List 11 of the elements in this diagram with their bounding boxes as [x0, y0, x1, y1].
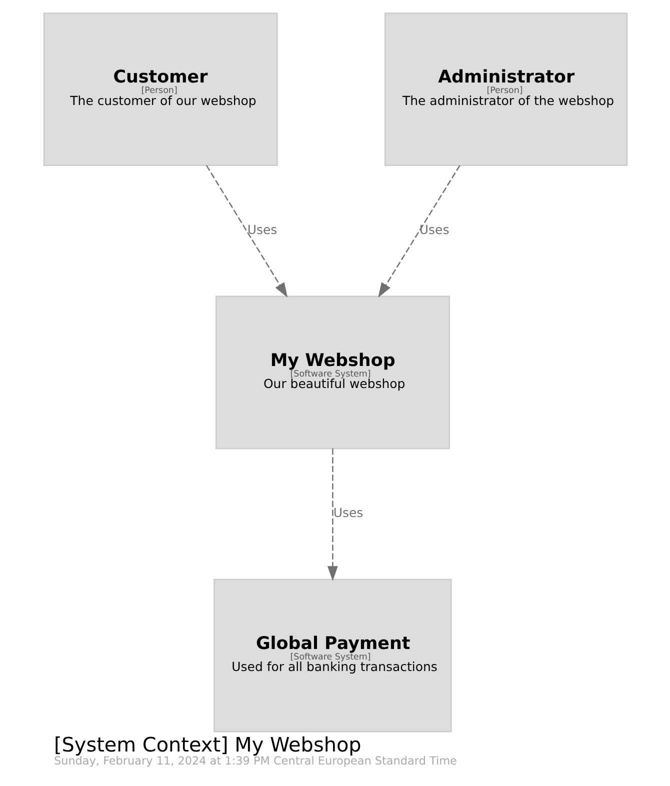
arrow	[205, 165, 288, 298]
arrow	[326, 448, 338, 582]
edge-label: Uses	[418, 222, 449, 237]
diagram-title: [System Context] My Webshop	[53, 732, 361, 756]
node-box: Administrator [Person] The administrator of the webshop	[384, 12, 628, 166]
node-box: My Webshop [Software System] Our beautiful webshop	[214, 296, 450, 450]
arrow	[378, 165, 460, 298]
edge-label: Uses	[332, 505, 363, 520]
node-box: Customer [Person] The customer of our webshop	[42, 12, 278, 166]
node-box: Global Payment [Software System] Used for all banking transactions	[213, 578, 452, 732]
edge-label: Uses	[246, 222, 277, 237]
